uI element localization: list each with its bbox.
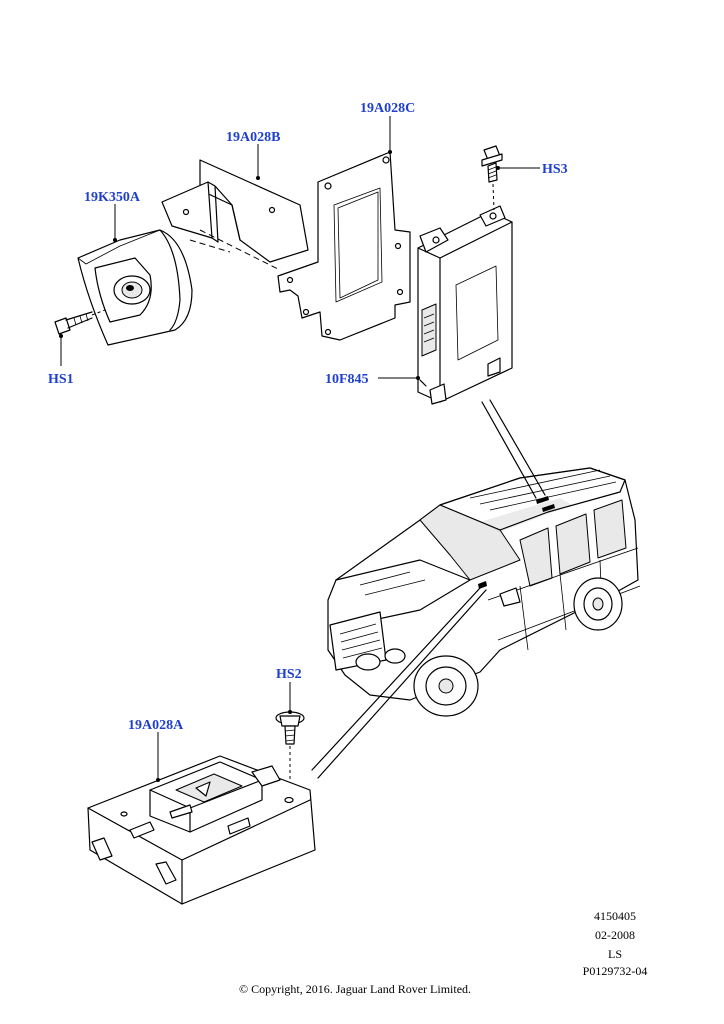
part-reference: P0129732-04	[583, 964, 648, 978]
callout-hs2: HS2	[276, 667, 302, 682]
drawing-code: LS	[608, 947, 622, 961]
bolt-hs3	[481, 145, 503, 211]
bracket-19a028b	[161, 159, 309, 271]
screw-hs2	[275, 711, 305, 800]
pointer-lines	[311, 399, 546, 779]
callout-hs3: HS3	[542, 162, 568, 177]
camera-assembly	[77, 229, 193, 346]
callout-hs1: HS1	[48, 372, 74, 387]
callout-19a028b: 19A028B	[226, 130, 280, 145]
drawing-date: 02-2008	[595, 928, 635, 942]
callout-10f845: 10F845	[325, 372, 369, 387]
callout-leaders	[59, 116, 540, 782]
bracket-19a028c	[277, 151, 411, 341]
drawing-number: 4150405	[594, 909, 636, 923]
callout-19a028c: 19A028C	[360, 101, 415, 116]
vehicle-illustration	[327, 467, 641, 717]
screw-hs1	[54, 309, 106, 335]
callout-19a028a: 19A028A	[128, 718, 184, 733]
copyright-notice: © Copyright, 2016. Jaguar Land Rover Lim…	[239, 982, 471, 996]
bracket-19a028a	[87, 755, 316, 905]
module-10f845	[417, 205, 513, 405]
callout-19k350a: 19K350A	[84, 190, 141, 205]
